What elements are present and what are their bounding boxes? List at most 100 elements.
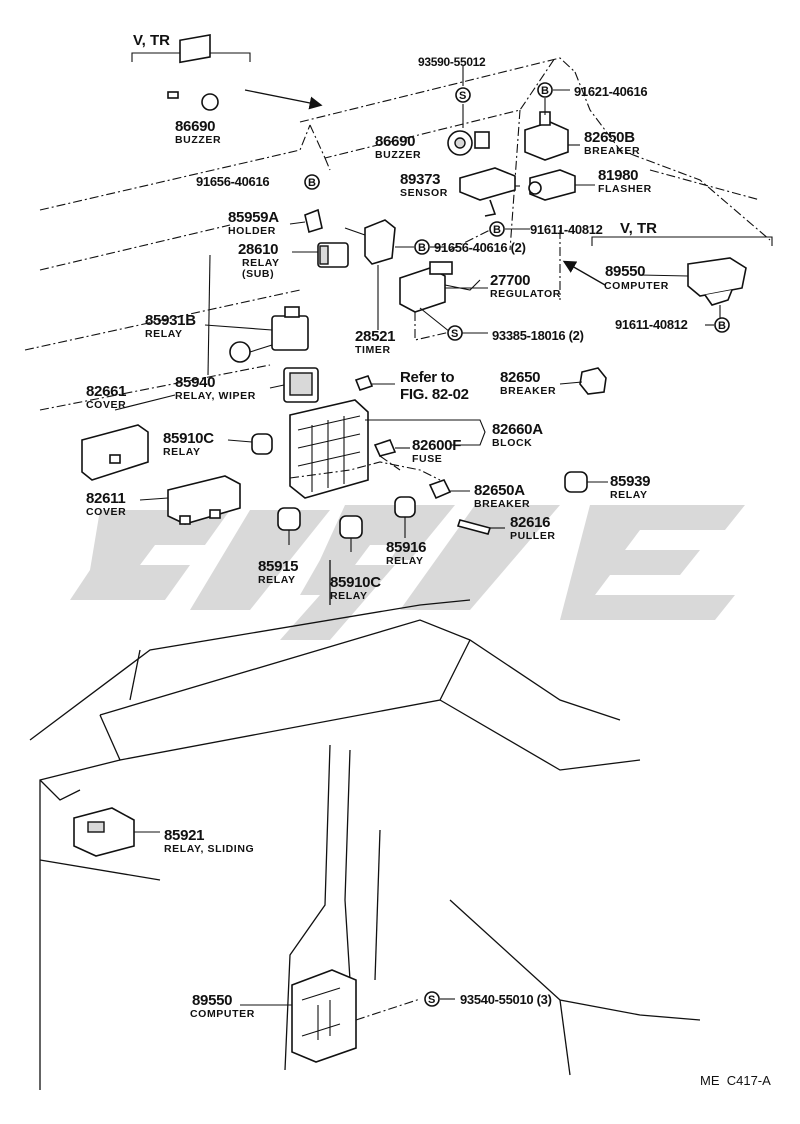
svg-text:COVER: COVER [86, 506, 126, 518]
svg-text:82650A: 82650A [474, 482, 525, 499]
part-shapes [73, 34, 747, 1063]
relay-85910c-b-shape [339, 515, 363, 539]
watermark-logo [70, 505, 745, 640]
label-93385: 93385-18016 (2) [492, 328, 584, 343]
bolt-b-icon-2: B [304, 174, 320, 190]
svg-text:HOLDER: HOLDER [228, 225, 276, 237]
bolt-symbols: S B B B B S B S [304, 82, 730, 1007]
relay-85910c-a-shape [251, 433, 273, 455]
svg-text:Refer to: Refer to [400, 369, 454, 386]
leader-lines [114, 66, 721, 1021]
svg-text:85939: 85939 [610, 473, 650, 490]
connector-shape [354, 375, 374, 391]
svg-text:85910C: 85910C [330, 574, 381, 591]
svg-text:28610: 28610 [238, 241, 278, 258]
svg-text:82660A: 82660A [492, 421, 543, 438]
label-91611-a: 91611-40812 [530, 222, 603, 237]
svg-text:86690: 86690 [375, 133, 415, 150]
variant-label-top: V, TR [133, 32, 170, 49]
svg-text:B: B [718, 320, 726, 332]
svg-text:85959A: 85959A [228, 209, 279, 226]
svg-text:85915: 85915 [258, 558, 298, 575]
bolt-s-icon-1: S [455, 87, 471, 103]
svg-text:RELAY: RELAY [386, 555, 424, 567]
svg-text:RELAY: RELAY [145, 328, 183, 340]
dashboard-outline [24, 57, 771, 411]
label-91611-b: 91611-40812 [615, 317, 688, 332]
svg-text:REGULATOR: REGULATOR [490, 288, 561, 300]
label-91621: 91621-40616 [574, 84, 648, 99]
bolt-b-icon-3: B [489, 221, 505, 237]
svg-text:82650B: 82650B [584, 129, 635, 146]
flasher-shape [528, 169, 576, 201]
bolt-s-icon-3: S [424, 991, 440, 1007]
buzzer-shape-center [447, 130, 490, 156]
svg-text:BREAKER: BREAKER [474, 498, 530, 510]
relay-wiper-shape [283, 367, 319, 403]
breaker-82650-shape [579, 367, 607, 395]
svg-text:85940: 85940 [175, 374, 215, 391]
cover-82661-shape [81, 424, 149, 481]
svg-text:89373: 89373 [400, 171, 440, 188]
breaker-82650b-shape [524, 111, 569, 161]
label-93590: 93590-55012 [418, 55, 486, 69]
relay-sliding-shape [73, 807, 135, 857]
svg-text:85931B: 85931B [145, 312, 196, 329]
svg-text:S: S [451, 328, 458, 340]
svg-text:28521: 28521 [355, 328, 395, 345]
svg-text:BREAKER: BREAKER [500, 385, 556, 397]
cover-82611-shape [167, 475, 241, 525]
svg-text:82661: 82661 [86, 383, 126, 400]
svg-text:27700: 27700 [490, 272, 530, 289]
label-91656-a: 91656-40616 [196, 174, 270, 189]
svg-text:COMPUTER: COMPUTER [604, 280, 669, 292]
svg-text:89550: 89550 [605, 263, 645, 280]
relay-85916-shape [394, 496, 416, 518]
svg-text:91621-40616: 91621-40616 [574, 84, 647, 99]
regulator-shape [399, 261, 481, 313]
svg-text:85916: 85916 [386, 539, 426, 556]
svg-text:B: B [418, 242, 426, 254]
svg-text:COVER: COVER [86, 399, 126, 411]
svg-text:93590-55012: 93590-55012 [418, 55, 486, 69]
svg-text:B: B [493, 224, 501, 236]
svg-text:RELAY: RELAY [163, 446, 201, 458]
svg-text:SENSOR: SENSOR [400, 187, 448, 199]
svg-text:BLOCK: BLOCK [492, 437, 532, 449]
svg-text:(SUB): (SUB) [242, 268, 274, 280]
relay-85939-shape [564, 471, 588, 493]
block-shape [289, 399, 369, 499]
bolt-b-icon-5: B [714, 317, 730, 333]
fuse-shape [373, 439, 397, 457]
relay-85931b-shape [229, 306, 309, 363]
svg-text:RELAY: RELAY [610, 489, 648, 501]
label-refer: Refer to FIG. 82-02 [400, 369, 469, 403]
variant-bracket-right: V, TR [562, 220, 773, 286]
svg-text:B: B [308, 177, 316, 189]
puller-shape [456, 519, 492, 535]
svg-text:82611: 82611 [86, 490, 125, 507]
svg-text:BUZZER: BUZZER [175, 134, 221, 146]
svg-text:86690: 86690 [175, 118, 215, 135]
svg-text:82600F: 82600F [412, 437, 461, 454]
label-93540: 93540-55010 (3) [460, 992, 552, 1007]
svg-text:85910C: 85910C [163, 430, 214, 447]
bolt-b-icon-1: B [537, 82, 553, 98]
svg-text:RELAY, SLIDING: RELAY, SLIDING [164, 843, 254, 855]
